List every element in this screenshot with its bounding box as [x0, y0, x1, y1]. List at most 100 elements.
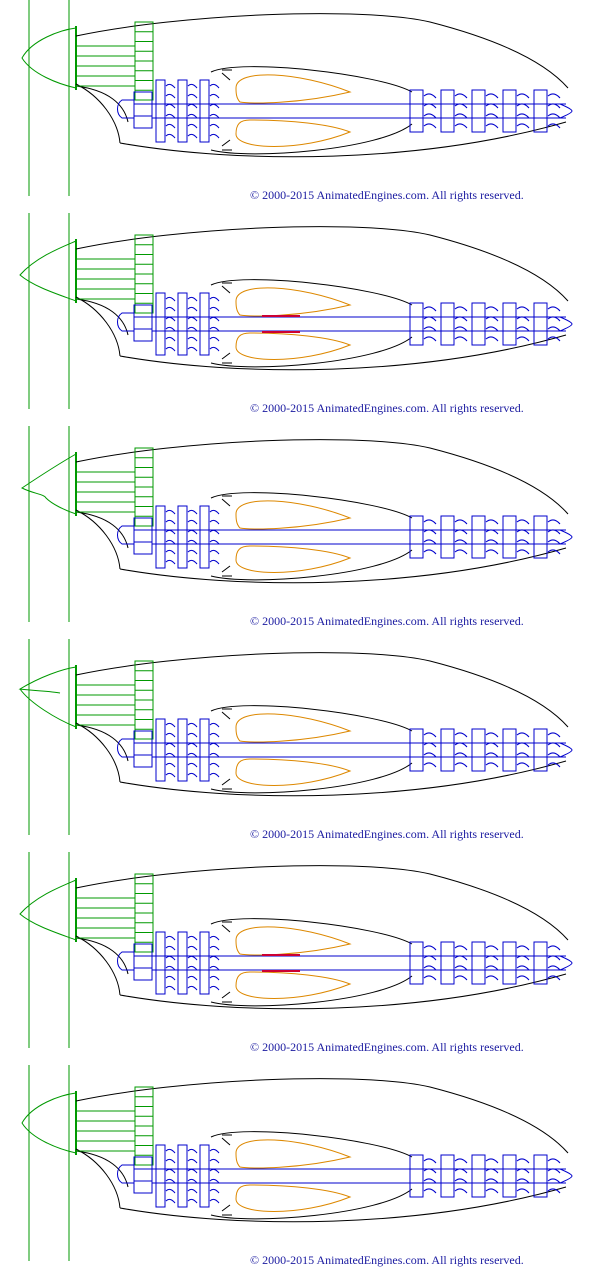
nacelle-bottom-outline — [119, 760, 567, 797]
combustor-upper — [235, 500, 352, 530]
turbine-blade — [423, 945, 437, 951]
turbine-blade — [454, 752, 468, 758]
combustor-inlet-upper — [221, 495, 232, 507]
compressor-stage-2 — [177, 718, 188, 782]
turbine-blade — [454, 955, 468, 961]
turbine-blade — [516, 113, 530, 119]
compressor-blade — [187, 549, 198, 555]
engine-cutaway-drawing — [18, 639, 573, 835]
turbine-blade — [547, 1168, 561, 1174]
exhaust-cone — [548, 103, 573, 119]
turbine-blade — [547, 955, 561, 961]
turbine-blade — [516, 732, 530, 738]
turbine-blade — [516, 519, 530, 525]
inner-casing-bottom — [210, 762, 413, 794]
compressor-blade — [187, 975, 198, 981]
spinner-and-blade — [21, 1092, 77, 1154]
compressor-blade — [165, 965, 176, 971]
nacelle-top-outline — [75, 865, 569, 941]
frame-5: © 2000-2015 AnimatedEngines.com. All rig… — [0, 852, 596, 1065]
turbine-blade — [547, 549, 561, 555]
compressor-blade — [187, 336, 198, 342]
compressor-blade — [209, 1188, 220, 1194]
intake-inner-duct — [75, 1150, 129, 1188]
turbine-blade — [423, 1178, 437, 1184]
compressor-blade — [187, 296, 198, 302]
turbine-blade — [516, 316, 530, 322]
spinner-and-blade — [21, 453, 77, 515]
turbine-blade — [485, 316, 499, 322]
turbine-stage-1 — [409, 89, 424, 133]
compressor-stage-1 — [155, 292, 166, 356]
inner-casing-bottom — [210, 1188, 413, 1220]
inlet-guide-box — [133, 730, 153, 768]
combustor-lower — [235, 758, 352, 786]
turbine-stage-2 — [440, 515, 455, 559]
turbine-stage-2 — [440, 728, 455, 772]
reduction-gear-stage — [76, 21, 154, 101]
turbine-blade — [423, 1158, 437, 1164]
turbine-blade — [423, 326, 437, 332]
compressor-blade — [187, 346, 198, 352]
turbine-blade — [547, 123, 561, 129]
engine-core — [117, 505, 573, 569]
compressor-blade — [165, 975, 176, 981]
compressor-stage-3 — [199, 931, 210, 995]
turbine-blade — [516, 742, 530, 748]
compressor-blade — [165, 83, 176, 89]
turbine-blade — [423, 336, 437, 342]
compressor-stage-2 — [177, 931, 188, 995]
compressor-blade — [209, 1168, 220, 1174]
combustor-inlet-lower — [221, 565, 232, 577]
turbine-blade — [423, 975, 437, 981]
inlet-guide-box — [133, 304, 153, 342]
compressor-blade — [209, 732, 220, 738]
turbine-blade — [454, 742, 468, 748]
spinner-and-blade — [21, 27, 77, 89]
turbine-blade — [516, 306, 530, 312]
combustor-lower — [235, 119, 352, 147]
spinner-and-blade — [18, 666, 77, 728]
turbine-blade — [454, 93, 468, 99]
turbine-blade — [454, 965, 468, 971]
compressor-blade — [209, 306, 220, 312]
turbine-blade — [423, 549, 437, 555]
compressor-blade — [209, 133, 220, 139]
compressor-blade — [165, 955, 176, 961]
compressor-blade — [187, 945, 198, 951]
compressor-blade — [187, 985, 198, 991]
intake-lower-lip — [75, 722, 121, 783]
turbine-blade — [547, 1158, 561, 1164]
inner-casing-top — [210, 918, 413, 945]
nacelle-top-outline — [75, 439, 569, 515]
turbine-blade — [485, 965, 499, 971]
turbine-stage-3 — [471, 89, 486, 133]
compressor-stage-3 — [199, 79, 210, 143]
turbine-stage-3 — [471, 941, 486, 985]
engine-core — [117, 1144, 573, 1208]
turbine-blade — [423, 955, 437, 961]
propeller — [21, 0, 77, 196]
combustor-lower — [235, 971, 352, 999]
turbine-blade — [516, 529, 530, 535]
combustor-inlet-lower — [221, 139, 232, 151]
nacelle-bottom-outline — [119, 334, 567, 371]
compressor-blade — [165, 1148, 176, 1154]
turbine-blade — [423, 752, 437, 758]
compressor-stage-2 — [177, 292, 188, 356]
compressor-blade — [209, 752, 220, 758]
combustor-inlet-lower — [221, 352, 232, 364]
propeller — [21, 426, 77, 622]
compressor-stage-1 — [155, 79, 166, 143]
compressor-stage-2 — [177, 505, 188, 569]
exhaust-cone — [548, 742, 573, 758]
turbine-blade — [547, 306, 561, 312]
exhaust-cone — [548, 316, 573, 332]
copyright-notice: © 2000-2015 AnimatedEngines.com. All rig… — [250, 1040, 524, 1054]
exhaust-cone — [548, 955, 573, 971]
compressor-blade — [209, 559, 220, 565]
compressor-blade — [165, 336, 176, 342]
inlet-guide-box — [133, 91, 153, 129]
combustion-flame — [262, 315, 300, 333]
compressor-blade — [209, 975, 220, 981]
